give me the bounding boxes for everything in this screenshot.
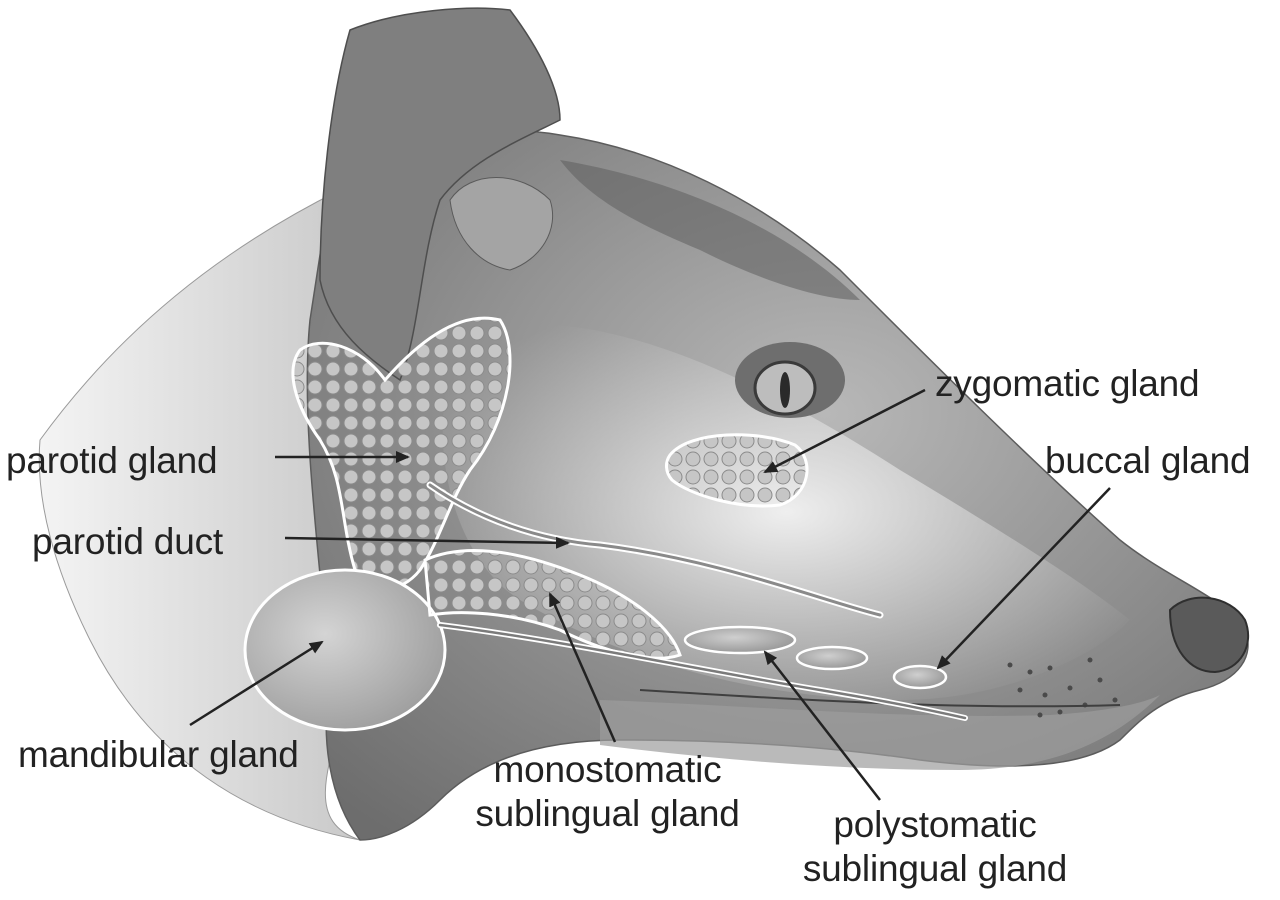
nose: [1168, 596, 1250, 674]
label-polystomatic-sublingual-gland: polystomatic sublingual gland: [775, 803, 1095, 891]
polystomatic-sublingual-gland: [683, 625, 869, 671]
mandibular-gland: [243, 568, 447, 732]
label-monostomatic-line2: sublingual gland: [475, 793, 740, 834]
eye-pupil: [780, 372, 790, 408]
label-polystomatic-line2: sublingual gland: [802, 848, 1068, 889]
label-parotid-gland: parotid gland: [6, 440, 218, 481]
whisker-spots: [1007, 657, 1118, 718]
label-polystomatic-line1: polystomatic: [833, 804, 1037, 845]
arrow-zygomatic-gland: [763, 388, 926, 474]
label-zygomatic-gland: zygomatic gland: [935, 363, 1200, 404]
label-monostomatic-line1: monostomatic: [493, 749, 722, 790]
label-buccal-gland: buccal gland: [1045, 440, 1251, 481]
ear-shape: [319, 7, 561, 382]
label-parotid-duct: parotid duct: [32, 521, 223, 562]
mandibular-duct-core: [438, 623, 967, 720]
arrow-parotid-duct: [284, 536, 570, 549]
arrow-mandibular-gland: [189, 640, 324, 727]
arrow-polystomatic-sublingual-gland: [763, 650, 881, 801]
lower-jaw: [600, 695, 1160, 770]
zygomatic-gland: [665, 433, 809, 508]
buccal-gland: [892, 664, 948, 690]
parotid-duct-core: [428, 483, 882, 617]
label-mandibular-gland: mandibular gland: [18, 734, 299, 775]
brow-shadow: [560, 160, 860, 300]
arrow-monostomatic-sublingual-gland: [548, 592, 617, 743]
arrow-buccal-gland: [936, 487, 1111, 670]
label-monostomatic-sublingual-gland: monostomatic sublingual gland: [450, 748, 765, 836]
ear-inner-fold: [449, 177, 554, 271]
